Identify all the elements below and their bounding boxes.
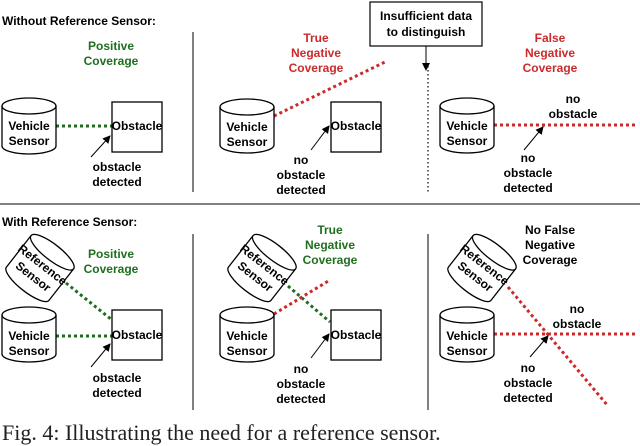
obstacle-box: Obstacle bbox=[111, 309, 163, 361]
note-pointer bbox=[529, 335, 549, 358]
svg-text:Obstacle: Obstacle bbox=[112, 119, 163, 133]
note-pointer bbox=[310, 333, 330, 359]
note-no-obstacle-detected: detected bbox=[503, 181, 552, 195]
coverage-ray bbox=[273, 278, 331, 316]
svg-text:Sensor: Sensor bbox=[447, 134, 488, 148]
coverage-label-positive: Coverage bbox=[84, 54, 139, 68]
coverage-label-true-negative: Coverage bbox=[303, 253, 358, 267]
note-obstacle-detected: obstacle bbox=[93, 371, 142, 385]
row-title-without: Without Reference Sensor: bbox=[2, 14, 156, 28]
row-title-with: With Reference Sensor: bbox=[2, 215, 137, 229]
coverage-diagram: Without Reference Sensor: With Reference… bbox=[0, 1, 640, 410]
coverage-label-no-false-negative: No False bbox=[525, 223, 575, 237]
note-no-obstacle-detected: obstacle bbox=[504, 166, 553, 180]
coverage-ray bbox=[65, 281, 113, 322]
coverage-label-true-negative: True bbox=[303, 31, 329, 45]
reference-sensor: Reference Sensor bbox=[447, 233, 517, 303]
coverage-ray bbox=[287, 284, 331, 324]
note-pointer bbox=[523, 126, 544, 151]
coverage-label-no-false-negative: Coverage bbox=[523, 253, 578, 267]
svg-text:Vehicle: Vehicle bbox=[226, 120, 268, 134]
svg-text:Vehicle: Vehicle bbox=[446, 329, 488, 343]
vehicle-sensor: Vehicle Sensor bbox=[1, 97, 57, 155]
vehicle-sensor: Vehicle Sensor bbox=[219, 306, 275, 363]
svg-text:Vehicle: Vehicle bbox=[8, 119, 50, 133]
note-no-obstacle-detected: no bbox=[294, 153, 309, 167]
note-obstacle-detected: obstacle bbox=[93, 160, 142, 174]
callout-line-1: Insufficient data bbox=[380, 9, 472, 23]
obstacle-box: Obstacle bbox=[330, 101, 382, 153]
note-no-obstacle: no bbox=[570, 302, 585, 316]
svg-text:Obstacle: Obstacle bbox=[331, 119, 382, 133]
reference-sensor: Reference Sensor bbox=[227, 233, 297, 303]
note-no-obstacle-detected: detected bbox=[276, 392, 325, 406]
coverage-label-true-negative: True bbox=[317, 223, 343, 237]
obstacle-box: Obstacle bbox=[111, 101, 163, 153]
note-no-obstacle-detected: no bbox=[521, 361, 536, 375]
note-no-obstacle-detected: detected bbox=[276, 183, 325, 197]
note-pointer bbox=[90, 343, 111, 368]
vehicle-sensor: Vehicle Sensor bbox=[219, 98, 275, 154]
coverage-ray bbox=[506, 286, 610, 407]
note-no-obstacle: obstacle bbox=[549, 107, 598, 121]
note-pointer bbox=[90, 135, 111, 158]
note-obstacle-detected: detected bbox=[92, 386, 141, 400]
svg-text:Sensor: Sensor bbox=[227, 344, 268, 358]
coverage-label-true-negative: Negative bbox=[291, 46, 341, 60]
coverage-label-no-false-negative: Negative bbox=[525, 238, 575, 252]
note-pointer bbox=[310, 125, 330, 151]
note-no-obstacle-detected: no bbox=[294, 362, 309, 376]
note-obstacle-detected: detected bbox=[92, 175, 141, 189]
obstacle-box: Obstacle bbox=[330, 309, 382, 361]
svg-text:Sensor: Sensor bbox=[9, 134, 50, 148]
note-no-obstacle-detected: obstacle bbox=[277, 377, 326, 391]
note-no-obstacle-detected: no bbox=[521, 151, 536, 165]
svg-text:Vehicle: Vehicle bbox=[226, 329, 268, 343]
coverage-label-true-negative: Negative bbox=[305, 238, 355, 252]
note-no-obstacle: obstacle bbox=[553, 317, 602, 331]
coverage-label-positive: Coverage bbox=[84, 262, 139, 276]
svg-text:Vehicle: Vehicle bbox=[8, 329, 50, 343]
vehicle-sensor: Vehicle Sensor bbox=[439, 306, 495, 363]
svg-text:Obstacle: Obstacle bbox=[112, 328, 163, 342]
callout-box bbox=[369, 1, 483, 47]
figure-caption: Fig. 4: Illustrating the need for a refe… bbox=[2, 420, 441, 445]
coverage-label-false-negative: Coverage bbox=[523, 61, 578, 75]
svg-text:Sensor: Sensor bbox=[9, 344, 50, 358]
vehicle-sensor: Vehicle Sensor bbox=[439, 97, 495, 154]
coverage-label-false-negative: Negative bbox=[525, 46, 575, 60]
coverage-label-false-negative: False bbox=[535, 31, 566, 45]
svg-text:Sensor: Sensor bbox=[227, 135, 268, 149]
svg-text:Obstacle: Obstacle bbox=[331, 328, 382, 342]
note-no-obstacle-detected: obstacle bbox=[277, 168, 326, 182]
coverage-label-positive: Positive bbox=[88, 39, 134, 53]
note-no-obstacle: no bbox=[566, 92, 581, 106]
reference-sensor: Reference Sensor bbox=[5, 233, 75, 303]
coverage-ray bbox=[273, 60, 386, 118]
note-no-obstacle-detected: obstacle bbox=[504, 376, 553, 390]
svg-text:Sensor: Sensor bbox=[447, 344, 488, 358]
note-no-obstacle-detected: detected bbox=[503, 391, 552, 405]
svg-text:Vehicle: Vehicle bbox=[446, 119, 488, 133]
vehicle-sensor: Vehicle Sensor bbox=[1, 306, 57, 363]
callout-line-2: to distinguish bbox=[387, 25, 466, 39]
coverage-label-positive: Positive bbox=[88, 247, 134, 261]
coverage-label-true-negative: Coverage bbox=[289, 61, 344, 75]
